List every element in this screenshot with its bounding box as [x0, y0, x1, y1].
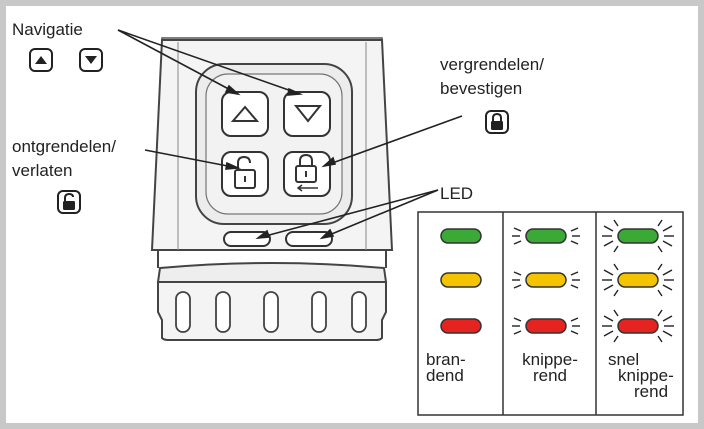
blink-ray [513, 284, 522, 289]
blink-ray [662, 240, 673, 247]
blink-ray [613, 263, 619, 271]
unlock-exit-label-line2: verlaten [12, 161, 73, 180]
blink-ray [570, 317, 579, 322]
blink-ray [570, 271, 579, 276]
caption-line: dend [426, 366, 464, 385]
legend-leds [440, 219, 674, 343]
legend-led-red-col2 [525, 318, 567, 334]
blink-ray [570, 240, 579, 245]
blink-ray [657, 245, 663, 253]
caption-line: knippe- [618, 366, 674, 385]
blink-ray [603, 269, 614, 276]
blink-ray [613, 335, 619, 343]
padlock-closed-icon [485, 110, 509, 134]
caption-line: snel [608, 350, 640, 369]
blink-ray [662, 225, 673, 232]
navigation-label: Navigatie [12, 20, 83, 39]
blink-ray [513, 317, 522, 322]
legend-led-yellow-col2 [525, 272, 567, 288]
legend-led-red-col1 [440, 318, 482, 334]
legend-led-green-col2 [525, 228, 567, 244]
caption-line: rend [532, 366, 568, 385]
blink-ray [662, 269, 673, 276]
blink-ray [613, 309, 619, 317]
legend-led-red-col3 [617, 318, 659, 334]
legend-led-yellow-col3 [617, 272, 659, 288]
legend-led-green-col1 [440, 228, 482, 244]
down-arrow-icon [79, 48, 103, 72]
blink-ray [613, 289, 619, 297]
led-label: LED [440, 184, 474, 203]
key-up[interactable] [221, 91, 269, 137]
caption-line: knippe- [522, 350, 578, 369]
legend-caption-blinking: knippe- rend [504, 350, 596, 385]
blink-ray [570, 330, 579, 335]
caption-line: rend [634, 382, 669, 401]
blink-ray [657, 219, 663, 227]
blink-ray [603, 284, 614, 291]
blink-ray [513, 227, 522, 232]
legend-caption-fast-blinking: snel knippe- rend [600, 350, 680, 401]
lock-confirm-label-line1: vergrendelen/ [440, 55, 544, 74]
blink-ray [657, 309, 663, 317]
blink-ray [613, 219, 619, 227]
unlock-exit-label-line1: ontgrendelen/ [12, 137, 116, 156]
blink-ray [657, 335, 663, 343]
blink-ray [513, 271, 522, 276]
blink-ray [657, 263, 663, 271]
key-down[interactable] [283, 91, 331, 137]
blink-ray [570, 284, 579, 289]
legend-caption-steady: bran- dend [426, 350, 466, 385]
blink-ray [662, 330, 673, 337]
legend-led-green-col3 [617, 228, 659, 244]
blink-ray [657, 289, 663, 297]
up-arrow-icon [29, 48, 53, 72]
blink-ray [603, 315, 614, 322]
padlock-open-icon [57, 190, 81, 214]
caption-line: bran- [426, 350, 466, 369]
blink-ray [603, 225, 614, 232]
blink-ray [603, 240, 614, 247]
blink-ray [570, 227, 579, 232]
leader-lines [117, 29, 463, 240]
device-led-right [285, 231, 333, 247]
blink-ray [513, 330, 522, 335]
device-led-left [223, 231, 271, 247]
blink-ray [662, 315, 673, 322]
legend-led-yellow-col1 [440, 272, 482, 288]
blink-ray [613, 245, 619, 253]
key-lock[interactable] [283, 151, 331, 197]
led-legend-box [417, 211, 684, 416]
blink-ray [513, 240, 522, 245]
key-unlock[interactable] [221, 151, 269, 197]
blink-ray [662, 284, 673, 291]
lock-confirm-label-line2: bevestigen [440, 79, 523, 98]
blink-ray [603, 330, 614, 337]
